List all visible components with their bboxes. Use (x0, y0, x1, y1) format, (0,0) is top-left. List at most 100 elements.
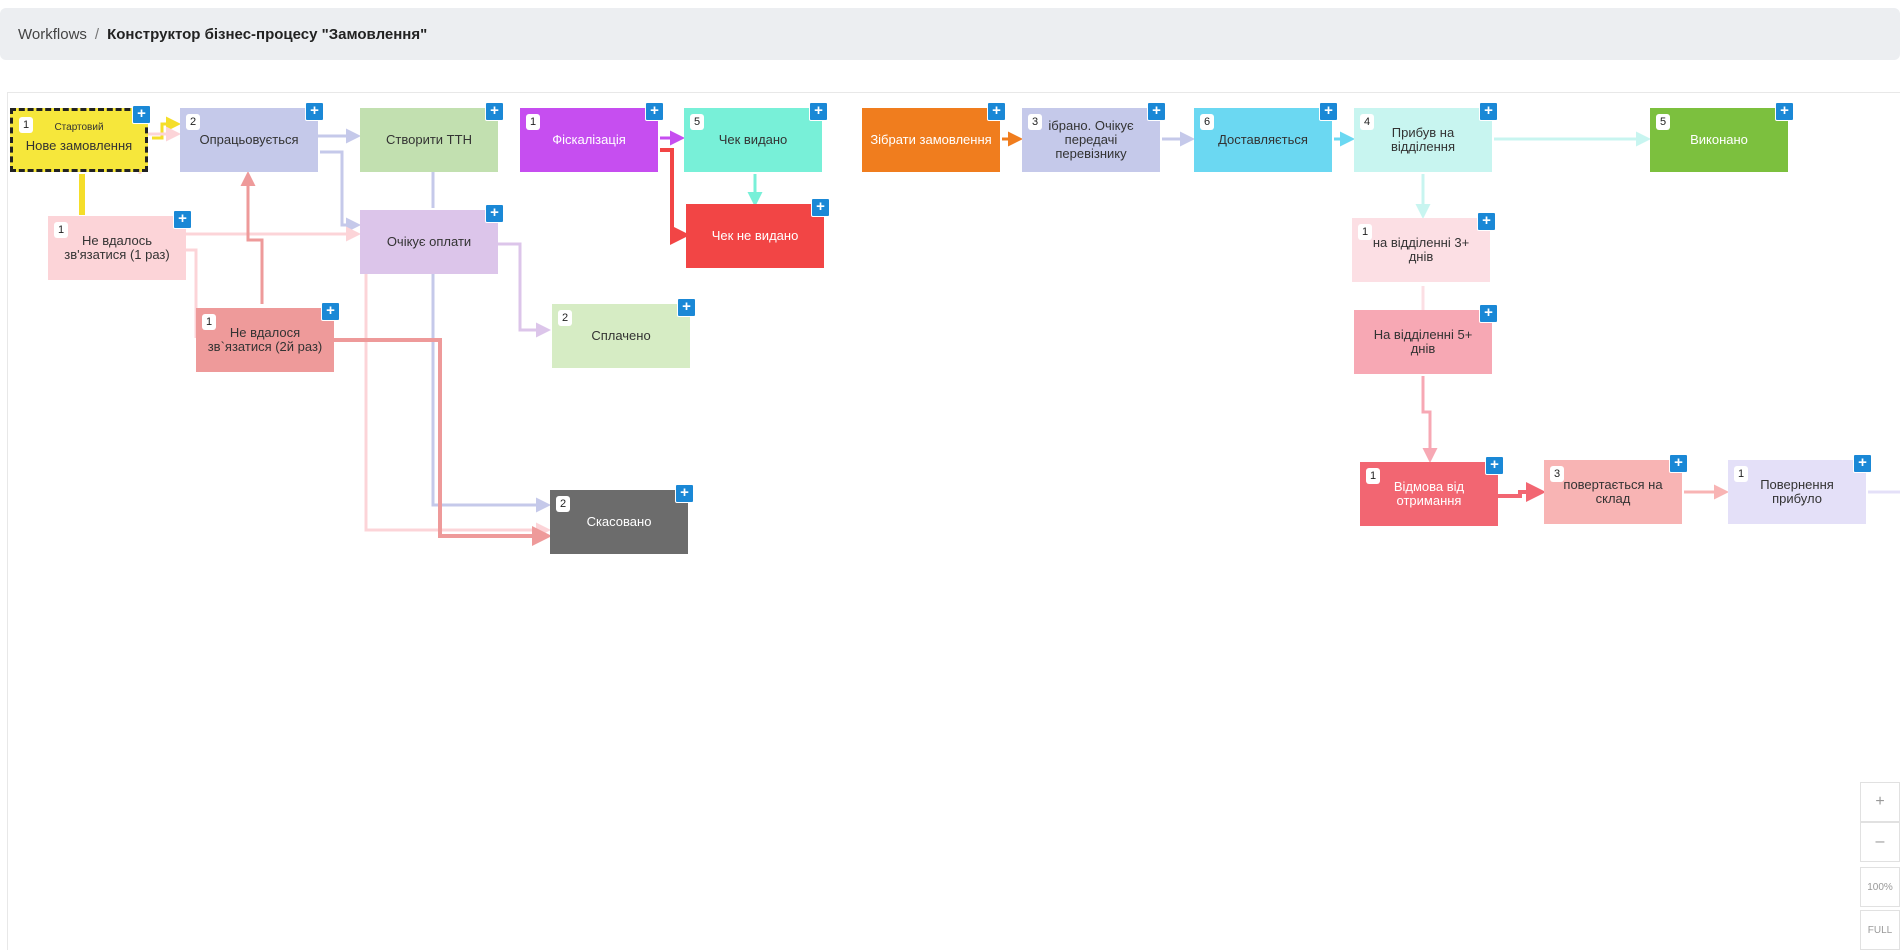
start-tag: Стартовий (54, 122, 104, 133)
add-transition-icon[interactable]: + (675, 484, 694, 503)
node-label: повертається на склад (1563, 477, 1663, 506)
node-count: 5 (690, 114, 704, 130)
node-count: 2 (556, 496, 570, 512)
add-transition-icon[interactable]: + (809, 102, 828, 121)
node-branch-3-days[interactable]: 1 на відділенні 3+ днів + (1352, 212, 1496, 282)
node-label: Не вдалось зв'язатися (1 раз) (64, 233, 170, 262)
add-transition-icon[interactable]: + (677, 298, 696, 317)
node-label: Опрацьовується (199, 132, 299, 147)
add-transition-icon[interactable]: + (1319, 102, 1338, 121)
add-transition-icon[interactable]: + (1853, 454, 1872, 473)
edge-awaiting-to-paid (498, 242, 551, 338)
node-label: Доставляється (1218, 132, 1308, 147)
add-transition-icon[interactable]: + (1479, 102, 1498, 121)
node-label: Зібрати замовлення (870, 132, 992, 147)
node-label: На відділенні 5+ днів (1373, 327, 1473, 356)
add-transition-icon[interactable]: + (132, 105, 151, 124)
node-done[interactable]: 5 Виконано + (1650, 102, 1794, 172)
node-count: 1 (202, 314, 216, 330)
node-label: Скасовано (586, 514, 652, 529)
node-count: 1 (1358, 224, 1372, 240)
node-label: ібрано. Очікує передачі перевізнику (1048, 118, 1134, 161)
add-transition-icon[interactable]: + (485, 204, 504, 223)
edge-awaiting-to-cancelled (431, 274, 551, 513)
node-not-reached-2[interactable]: 1 Не вдалося зв`язатися (2й раз) + (196, 302, 340, 372)
add-transition-icon[interactable]: + (1669, 454, 1688, 473)
node-count: 1 (54, 222, 68, 238)
edge-processing-to-awaiting (320, 150, 361, 233)
node-check-not-issued[interactable]: Чек не видано + (686, 198, 830, 268)
add-transition-icon[interactable]: + (1147, 102, 1166, 121)
node-label: на відділенні 3+ днів (1372, 235, 1470, 264)
node-count: 1 (19, 117, 33, 133)
page-title: Конструктор бізнес-процесу "Замовлення" (107, 26, 428, 43)
node-label: Не вдалося зв`язатися (2й раз) (207, 325, 323, 354)
node-count: 6 (1200, 114, 1214, 130)
node-label: Нове замовлення (25, 138, 133, 153)
breadcrumb-separator: / (94, 26, 100, 43)
edge-notreached1-to-notreached2 (186, 248, 198, 338)
node-count: 2 (558, 310, 572, 326)
node-refused[interactable]: 1 Відмова від отримання + (1360, 456, 1504, 526)
edge-fiscal-to-notissued (660, 148, 690, 245)
node-cancelled[interactable]: 2 Скасовано + (550, 484, 694, 554)
node-count: 2 (186, 114, 200, 130)
breadcrumb: Workflows / Конструктор бізнес-процесу "За… (18, 26, 427, 43)
node-awaiting-payment[interactable]: Очікує оплати + (360, 204, 504, 274)
node-delivering[interactable]: 6 Доставляється + (1194, 102, 1338, 172)
zoom-in-button[interactable]: + (1860, 782, 1900, 822)
node-label: Виконано (1690, 132, 1748, 147)
node-label: Сплачено (591, 328, 651, 343)
node-count: 3 (1550, 466, 1564, 482)
add-transition-icon[interactable]: + (1479, 304, 1498, 323)
node-label: Прибув на відділення (1390, 125, 1456, 154)
node-arrived[interactable]: 4 Прибув на відділення + (1354, 102, 1498, 172)
node-label: Повернення прибуло (1760, 477, 1834, 506)
edge-notreached1-to-cancelled (364, 270, 551, 538)
breadcrumb-workflows-link[interactable]: Workflows (18, 26, 87, 43)
edge-notreached2-to-processing (240, 171, 264, 304)
node-new-order[interactable]: 1 Стартовий Нове замовлення + (10, 105, 151, 172)
zoom-reset-button[interactable]: 100% (1860, 867, 1900, 907)
node-fiscal[interactable]: 1 Фіскалізація + (520, 102, 664, 172)
node-collect-order[interactable]: Зібрати замовлення + (862, 102, 1006, 172)
node-label: Фіскалізація (552, 132, 626, 147)
node-label: Створити ТТН (386, 132, 472, 147)
node-collected[interactable]: 3 ібрано. Очікує передачі перевізнику + (1022, 102, 1166, 172)
node-count: 4 (1360, 114, 1374, 130)
add-transition-icon[interactable]: + (645, 102, 664, 121)
node-return-arrived[interactable]: 1 Повернення прибуло + (1728, 454, 1872, 524)
node-branch-5-days[interactable]: На відділенні 5+ днів + (1354, 304, 1498, 374)
edge-branch5-to-refused (1421, 376, 1438, 463)
node-label: Чек не видано (711, 228, 799, 243)
add-transition-icon[interactable]: + (1485, 456, 1504, 475)
node-count: 1 (1366, 468, 1380, 484)
add-transition-icon[interactable]: + (305, 102, 324, 121)
workflow-canvas[interactable] (7, 92, 1900, 950)
add-transition-icon[interactable]: + (321, 302, 340, 321)
add-transition-icon[interactable]: + (485, 102, 504, 121)
node-paid[interactable]: 2 Сплачено + (552, 298, 696, 368)
add-transition-icon[interactable]: + (987, 102, 1006, 121)
edge-new-to-processing (152, 116, 181, 140)
node-returning[interactable]: 3 повертається на склад + (1544, 454, 1688, 524)
zoom-out-button[interactable]: – (1860, 822, 1900, 862)
node-label: Очікує оплати (386, 234, 472, 249)
add-transition-icon[interactable]: + (1477, 212, 1496, 231)
edge-refused-to-returning (1498, 482, 1546, 502)
add-transition-icon[interactable]: + (173, 210, 192, 229)
header-bar: Workflows / Конструктор бізнес-процесу "За… (0, 8, 1900, 60)
zoom-full-button[interactable]: FULL (1860, 910, 1900, 950)
node-processing[interactable]: 2 Опрацьовується + (180, 102, 324, 172)
node-create-ttn[interactable]: Створити ТТН + (360, 102, 504, 172)
node-label: Відмова від отримання (1393, 479, 1465, 508)
node-count: 3 (1028, 114, 1042, 130)
node-count: 1 (1734, 466, 1748, 482)
node-not-reached-1[interactable]: 1 Не вдалось зв'язатися (1 раз) + (48, 210, 192, 280)
add-transition-icon[interactable]: + (1775, 102, 1794, 121)
node-count: 1 (526, 114, 540, 130)
node-check-issued[interactable]: 5 Чек видано + (684, 102, 828, 172)
node-count: 5 (1656, 114, 1670, 130)
add-transition-icon[interactable]: + (811, 198, 830, 217)
node-label: Чек видано (718, 132, 788, 147)
